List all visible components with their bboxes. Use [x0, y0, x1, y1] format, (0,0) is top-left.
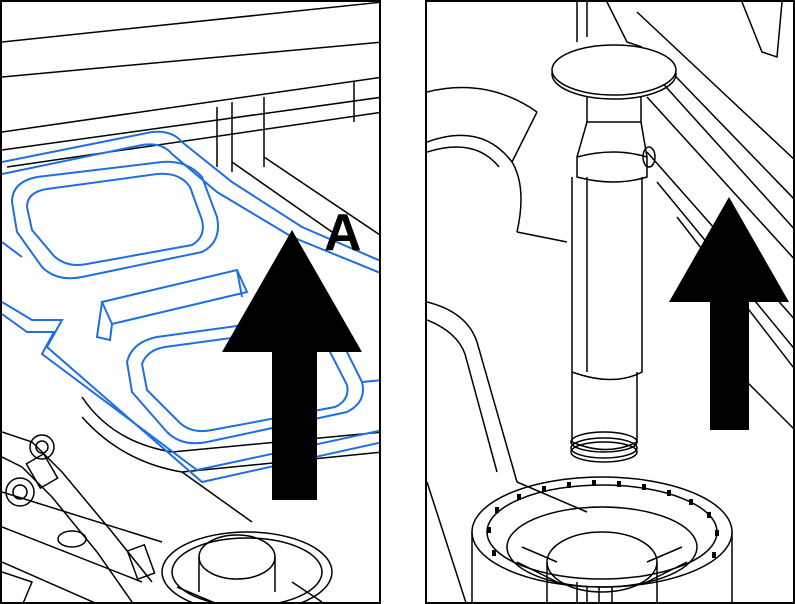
left-tub-lines: [2, 2, 379, 602]
up-arrow-icon: [669, 197, 789, 430]
left-illustration: [2, 2, 379, 602]
filter-tray-highlight: [2, 130, 379, 484]
up-arrow-icon: [222, 230, 362, 500]
right-illustration: [427, 2, 793, 602]
panel-right-filter-cylinder: [425, 0, 795, 604]
ring-marks: [487, 480, 719, 558]
callout-a: A: [324, 204, 362, 262]
panel-left-filter-tray: A: [0, 0, 381, 604]
right-tub-lines: [427, 2, 793, 602]
